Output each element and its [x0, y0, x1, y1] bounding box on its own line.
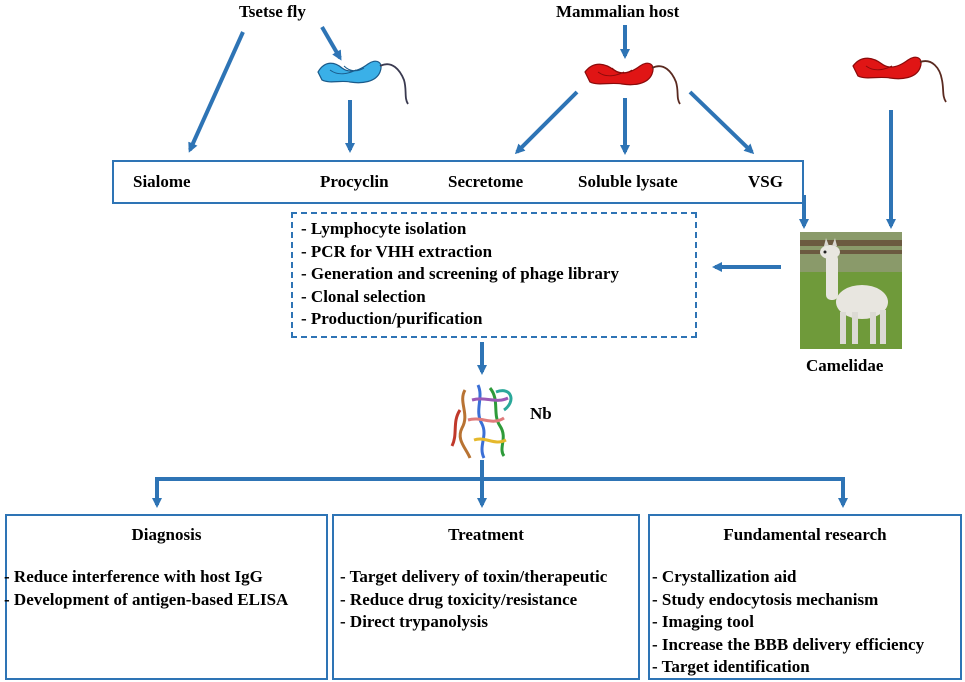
- research-title: Fundamental research: [723, 525, 887, 544]
- research-item: Imaging tool: [652, 611, 924, 634]
- research-item: Study endocytosis mechanism: [652, 589, 924, 612]
- antigen-box: [112, 160, 804, 204]
- treatment-list: Target delivery of toxin/therapeutic Red…: [340, 566, 608, 634]
- bloodstream-trypanosome-icon: [584, 62, 681, 105]
- antigen-sialome: Sialome: [133, 172, 191, 191]
- camelidae-label: Camelidae: [806, 356, 884, 375]
- llama-photo: [800, 232, 902, 349]
- treatment-card: Treatment Target delivery of toxin/thera…: [332, 514, 640, 680]
- process-box: [291, 212, 697, 338]
- diagnosis-item: Reduce interference with host IgG: [4, 566, 288, 589]
- antigen-soluble-lysate: Soluble lysate: [578, 172, 678, 191]
- arrow-parasite-to-secretome: [514, 90, 579, 155]
- research-item: Crystallization aid: [652, 566, 924, 589]
- treatment-title: Treatment: [448, 525, 524, 544]
- procyclic-trypanosome-icon: [317, 60, 409, 105]
- diagnosis-card: Diagnosis Reduce interference with host …: [5, 514, 328, 680]
- nanobody-structure-icon: [450, 384, 513, 459]
- tsetse-fly-label: Tsetse fly: [239, 2, 306, 21]
- treatment-item: Reduce drug toxicity/resistance: [340, 589, 607, 612]
- process-step: Generation and screening of phage librar…: [301, 263, 619, 286]
- antigen-procyclin: Procyclin: [320, 172, 389, 191]
- arrow-parasite-to-vsg: [688, 90, 755, 155]
- treatment-item: Target delivery of toxin/therapeutic: [340, 566, 608, 589]
- process-step: Lymphocyte isolation: [301, 218, 619, 241]
- research-item: Increase the BBB delivery efficiency: [652, 634, 924, 657]
- treatment-item: Direct trypanolysis: [340, 611, 607, 634]
- antigen-secretome: Secretome: [448, 172, 524, 191]
- bloodstream-trypanosome-right-icon: [852, 56, 947, 103]
- diagnosis-item: Development of antigen-based ELISA: [4, 589, 288, 612]
- mammalian-host-label: Mammalian host: [556, 2, 680, 21]
- nb-label: Nb: [530, 404, 552, 423]
- process-step: PCR for VHH extraction: [301, 241, 619, 264]
- research-item: Target identification: [652, 656, 924, 679]
- antigen-vsg: VSG: [748, 172, 783, 191]
- arrow-tsetse-to-procyclin-parasite: [320, 25, 342, 61]
- process-steps-list: Lymphocyte isolation PCR for VHH extract…: [301, 218, 619, 331]
- process-step: Clonal selection: [301, 286, 619, 309]
- fundamental-research-card: Fundamental research Crystallization aid…: [648, 514, 962, 680]
- diagnosis-title: Diagnosis: [131, 525, 202, 544]
- arrow-tsetse-to-sialome: [188, 31, 245, 153]
- process-step: Production/purification: [301, 308, 619, 331]
- research-list: Crystallization aid Study endocytosis me…: [652, 566, 925, 679]
- diagnosis-list: Reduce interference with host IgG Develo…: [4, 566, 288, 611]
